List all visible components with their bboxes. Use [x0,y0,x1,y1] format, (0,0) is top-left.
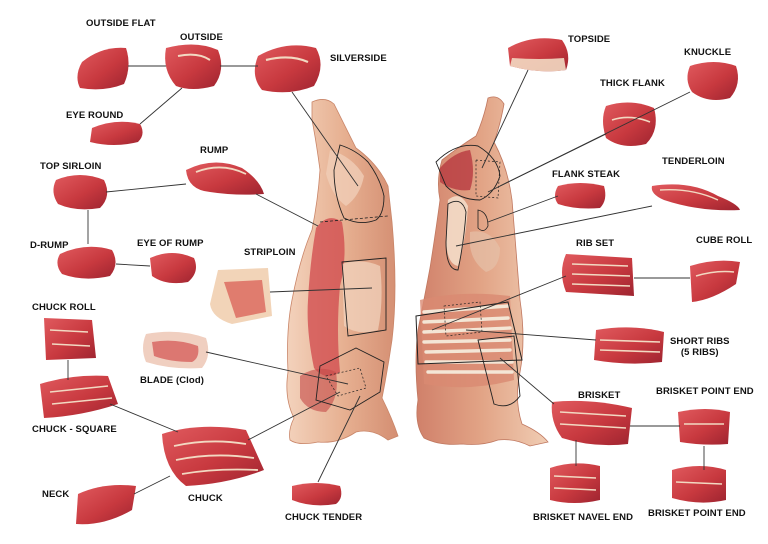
piece-neck [76,485,136,524]
label-chuck-roll: CHUCK ROLL [32,302,96,313]
label-thick-flank: THICK FLANK [600,78,665,89]
label-top-sirloin: TOP SIRLOIN [40,161,101,172]
piece-short-ribs [594,327,664,363]
label-brisket-point-end-top: BRISKET POINT END [656,386,754,397]
piece-tenderloin [652,184,740,210]
left-carcass-outer-side [287,99,398,443]
label-chuck-tender: CHUCK TENDER [285,512,362,523]
label-short-ribs: SHORT RIBS (5 RIBS) [670,336,730,358]
piece-flank-steak [555,183,605,209]
piece-eye-round [90,122,143,145]
piece-thick-flank [603,102,656,146]
label-rump: RUMP [200,145,228,156]
piece-top-sirloin [53,175,107,209]
label-brisket-navel-end: BRISKET NAVEL END [533,512,633,523]
label-eye-of-rump: EYE OF RUMP [137,238,204,249]
label-outside: OUTSIDE [180,32,223,43]
label-brisket: BRISKET [578,390,620,401]
label-d-rump: D-RUMP [30,240,69,251]
piece-outside-flat [77,48,128,90]
label-striploin: STRIPLOIN [244,247,296,258]
label-blade: BLADE (Clod) [140,375,204,386]
piece-eye-of-rump [150,253,196,283]
label-chuck-square: CHUCK - SQUARE [32,424,117,435]
label-neck: NECK [42,489,69,500]
label-chuck: CHUCK [188,493,223,504]
piece-chuck-roll [44,318,96,360]
label-brisket-point-end-bottom: BRISKET POINT END [648,508,746,519]
piece-brisket-point-end-top [678,409,730,445]
label-topside: TOPSIDE [568,34,610,45]
piece-cube-roll [690,261,740,302]
label-cube-roll: CUBE ROLL [696,235,752,246]
piece-chuck-tender [292,483,341,505]
label-silverside: SILVERSIDE [330,53,387,64]
piece-d-rump [57,247,115,279]
piece-brisket-navel-end [550,463,600,503]
piece-knuckle [687,62,738,100]
label-outside-flat: OUTSIDE FLAT [86,18,156,29]
piece-chuck-square [40,376,118,418]
piece-brisket [552,401,632,445]
label-rib-set: RIB SET [576,238,614,249]
label-flank-steak: FLANK STEAK [552,169,620,180]
label-eye-round: EYE ROUND [66,110,123,121]
label-knuckle: KNUCKLE [684,47,731,58]
piece-outside [165,44,221,89]
label-tenderloin: TENDERLOIN [662,156,725,167]
right-carcass-inner-side [416,97,548,446]
piece-silverside [255,45,321,92]
